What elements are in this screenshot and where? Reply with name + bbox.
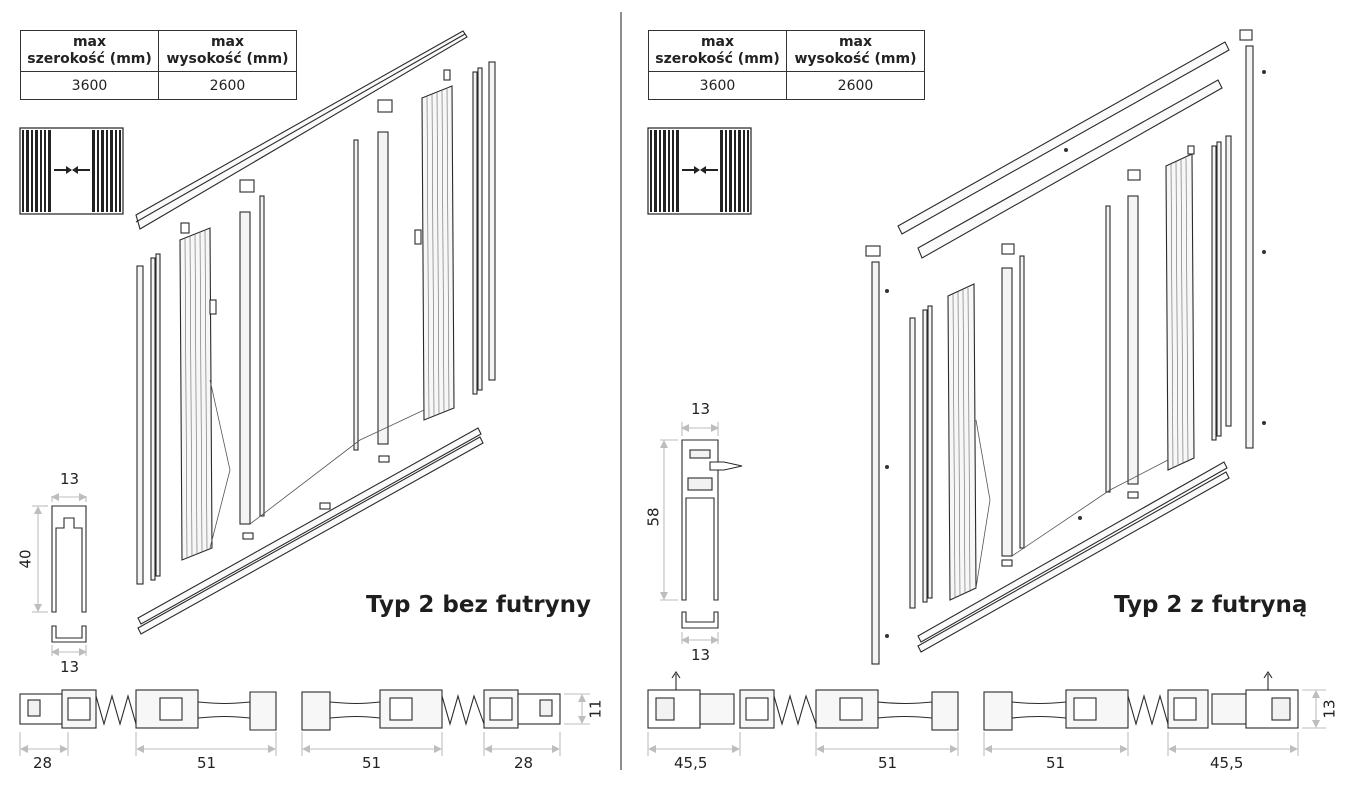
left-col-height-header: max wysokość (mm) — [158, 30, 297, 72]
right-dim-a: 45,5 — [674, 754, 708, 772]
left-cross-section — [19, 689, 590, 756]
left-width-value: 3600 — [20, 71, 159, 100]
right-cross-section — [647, 671, 1326, 756]
right-height-value: 2600 — [786, 71, 925, 100]
right-dim-d: 45,5 — [1210, 754, 1244, 772]
left-col-width-header: max szerokość (mm) — [20, 30, 159, 72]
left-spec-table: max szerokość (mm) max wysokość (mm) 360… — [20, 30, 297, 100]
right-profile-side-dim: 58 — [644, 507, 663, 527]
right-dim-h: 13 — [1320, 699, 1339, 719]
left-side-profile — [32, 493, 87, 656]
left-dim-d: 28 — [514, 754, 534, 772]
right-dim-b: 51 — [878, 754, 898, 772]
right-col-height-header: max wysokość (mm) — [786, 30, 925, 72]
left-profile-bottom-dim: 13 — [60, 658, 80, 676]
right-side-profile — [660, 422, 743, 644]
right-profile-bottom-dim: 13 — [691, 646, 711, 664]
left-dim-c: 51 — [362, 754, 382, 772]
left-dim-a: 28 — [33, 754, 53, 772]
left-type-title: Typ 2 bez futryny — [366, 592, 591, 618]
left-door-pictogram — [19, 127, 124, 215]
right-profile-top-dim: 13 — [691, 400, 711, 418]
left-dim-b: 51 — [197, 754, 217, 772]
right-width-value: 3600 — [648, 71, 787, 100]
left-dim-h: 11 — [586, 699, 605, 719]
left-profile-top-dim: 13 — [60, 470, 80, 488]
right-dim-c: 51 — [1046, 754, 1066, 772]
right-col-width-header: max szerokość (mm) — [648, 30, 787, 72]
right-door-pictogram — [647, 127, 752, 215]
left-exploded-view — [135, 30, 496, 635]
right-type-title: Typ 2 z futryną — [1114, 592, 1308, 618]
left-height-value: 2600 — [158, 71, 297, 100]
right-spec-table: max szerokość (mm) max wysokość (mm) 360… — [648, 30, 925, 100]
left-profile-side-dim: 40 — [16, 549, 35, 569]
right-exploded-view — [865, 29, 1266, 665]
